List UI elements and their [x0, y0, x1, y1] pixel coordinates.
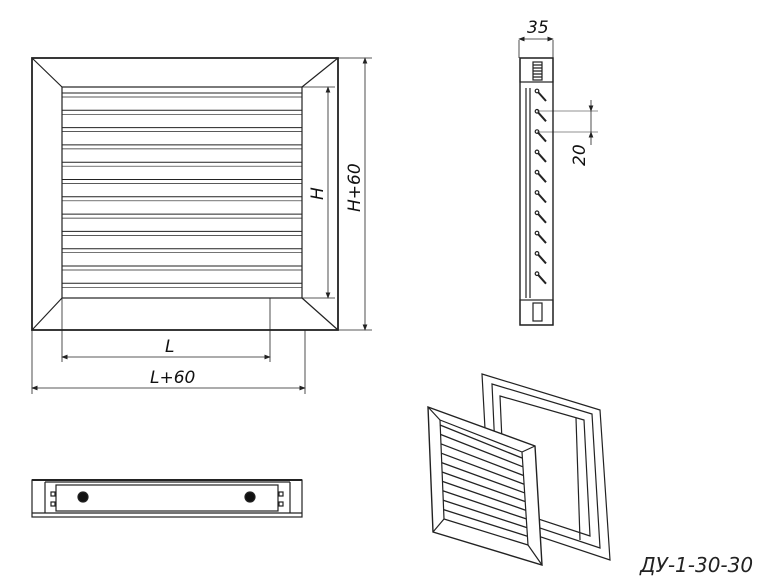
dimension-h-plus-60: H+60 [345, 163, 365, 212]
model-label: ДУ-1-30-30 [639, 553, 753, 577]
louver-slat [441, 471, 526, 503]
louver-blade [537, 233, 547, 244]
louver-pivot [534, 230, 540, 236]
side-louvers [534, 88, 547, 285]
louver-blade [537, 253, 547, 265]
louver-pivot [534, 210, 540, 216]
side-view [518, 36, 598, 326]
dimension-pitch: 20 [570, 144, 590, 166]
isometric-louvers [439, 424, 528, 537]
louver-pivot [534, 129, 540, 135]
dimension-h: H [308, 187, 328, 200]
isometric-view [427, 373, 611, 566]
louver-pivot [534, 271, 540, 277]
louver-blade [537, 91, 547, 102]
louver-slat [440, 443, 524, 477]
louver-slat [440, 433, 523, 468]
louver-slats [62, 92, 302, 288]
louver-pivot [534, 190, 540, 195]
louver-blade [537, 131, 547, 143]
bottom-view [31, 479, 303, 518]
louver-slat [440, 452, 525, 485]
louver-blade [537, 274, 547, 285]
louver-blade [537, 111, 547, 122]
front-view [31, 57, 339, 331]
louver-pivot [534, 108, 540, 114]
dimension-depth: 35 [527, 18, 549, 38]
louver-slat [442, 480, 526, 511]
louver-blade [537, 152, 547, 163]
dimension-l: L [165, 337, 174, 357]
louver-slat [439, 424, 523, 459]
louver-slat [443, 508, 528, 537]
louver-pivot [534, 149, 540, 155]
louver-blade [537, 172, 547, 183]
louver-slat [441, 461, 525, 494]
louver-pivot [534, 250, 540, 256]
front-dimensions [31, 57, 372, 394]
dimension-l-plus-60: L+60 [150, 368, 195, 388]
louver-blade [537, 213, 547, 224]
louver-pivot [534, 169, 540, 175]
louver-slat [442, 499, 528, 529]
louver-slat [442, 490, 527, 520]
louver-pivot [534, 88, 540, 94]
louver-blade [537, 192, 547, 204]
